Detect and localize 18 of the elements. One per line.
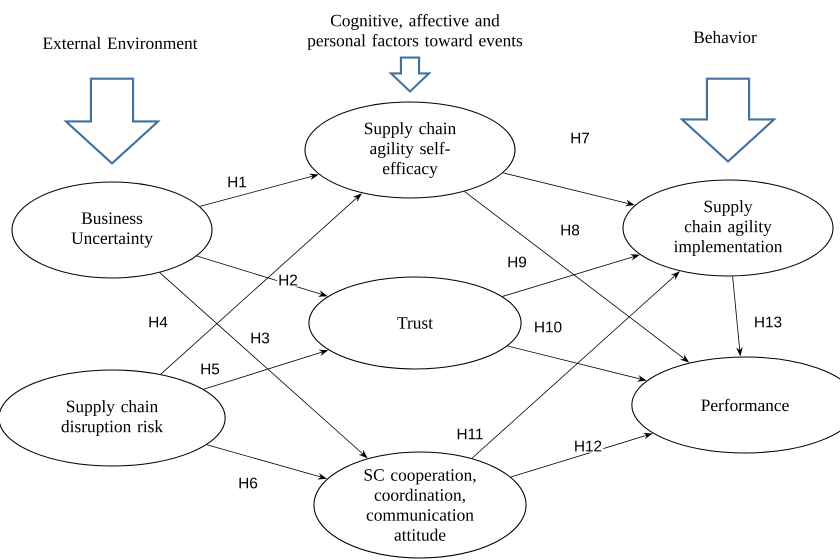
edge-label: H4: [146, 315, 170, 329]
heading: Cognitive, affective and personal factors toward events: [307, 14, 522, 50]
edge-label: H8: [558, 223, 582, 237]
block-arrow: [63, 78, 161, 165]
edge-label: H2: [276, 273, 300, 287]
edge-label: H12: [572, 439, 604, 453]
edge-label: H7: [568, 131, 592, 145]
edge-label: H10: [532, 320, 564, 334]
edge-label: H13: [752, 315, 784, 329]
heading: Behavior: [694, 30, 757, 44]
edge-label: H3: [248, 331, 272, 345]
heading: External Environment: [43, 36, 198, 50]
block-arrow: [679, 78, 777, 163]
edge-label: H1: [226, 175, 248, 189]
edge-label: H6: [236, 476, 260, 490]
block-arrow: [388, 56, 432, 93]
edge-label: H9: [506, 255, 528, 269]
edge-label: H11: [455, 427, 485, 441]
